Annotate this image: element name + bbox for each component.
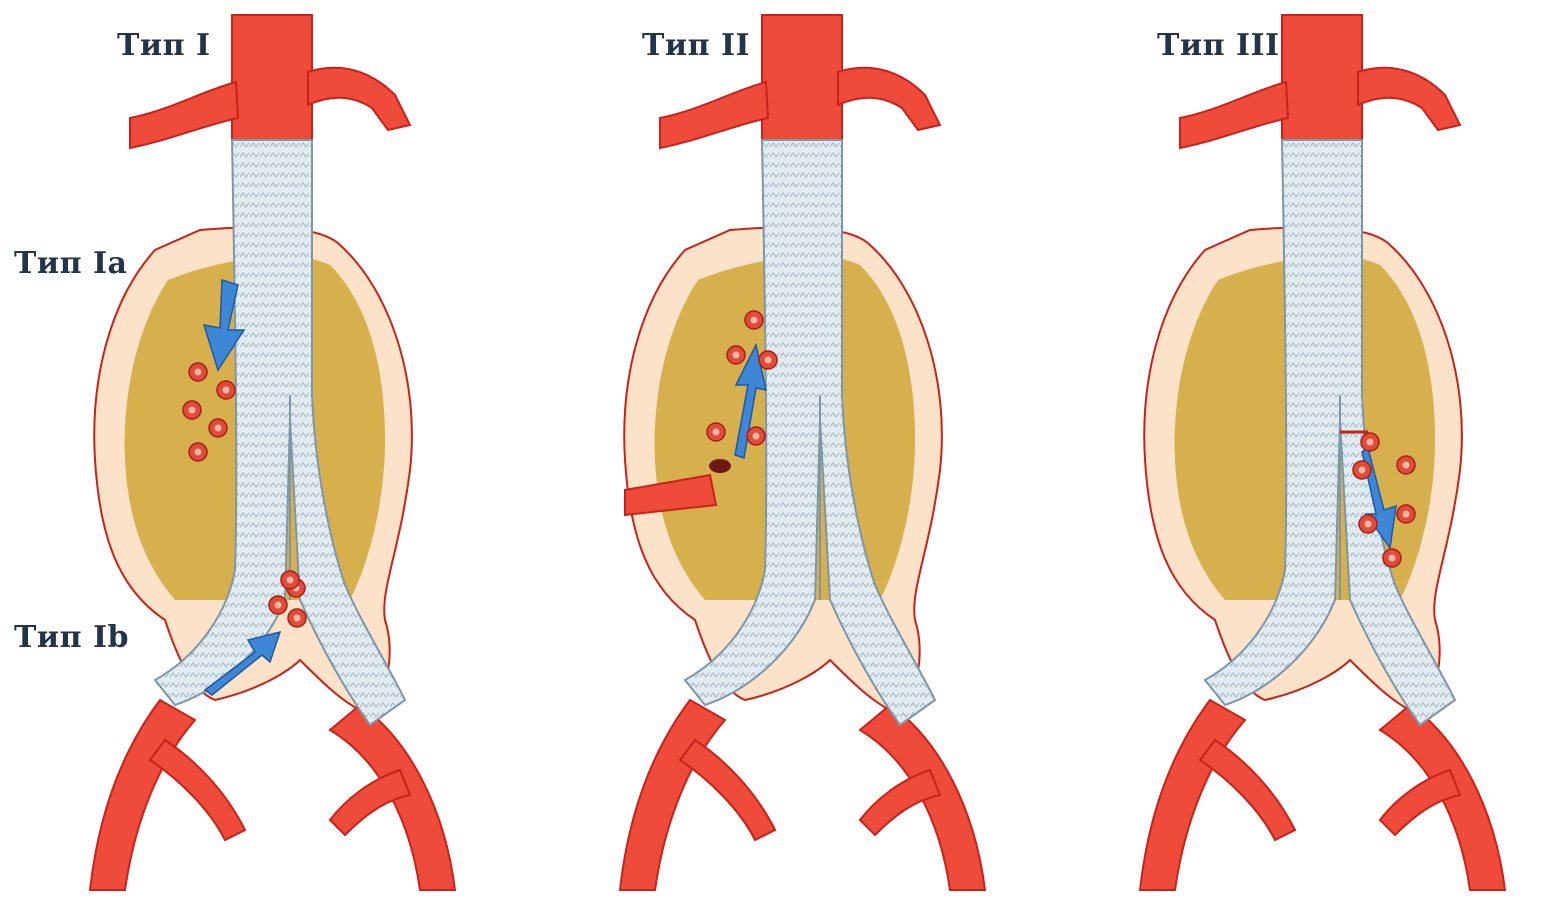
- panel-type-2: [530, 0, 1050, 905]
- panel-type-1: [0, 0, 520, 905]
- leak-entry-point: [709, 459, 731, 473]
- panel-type-3: [1050, 0, 1544, 905]
